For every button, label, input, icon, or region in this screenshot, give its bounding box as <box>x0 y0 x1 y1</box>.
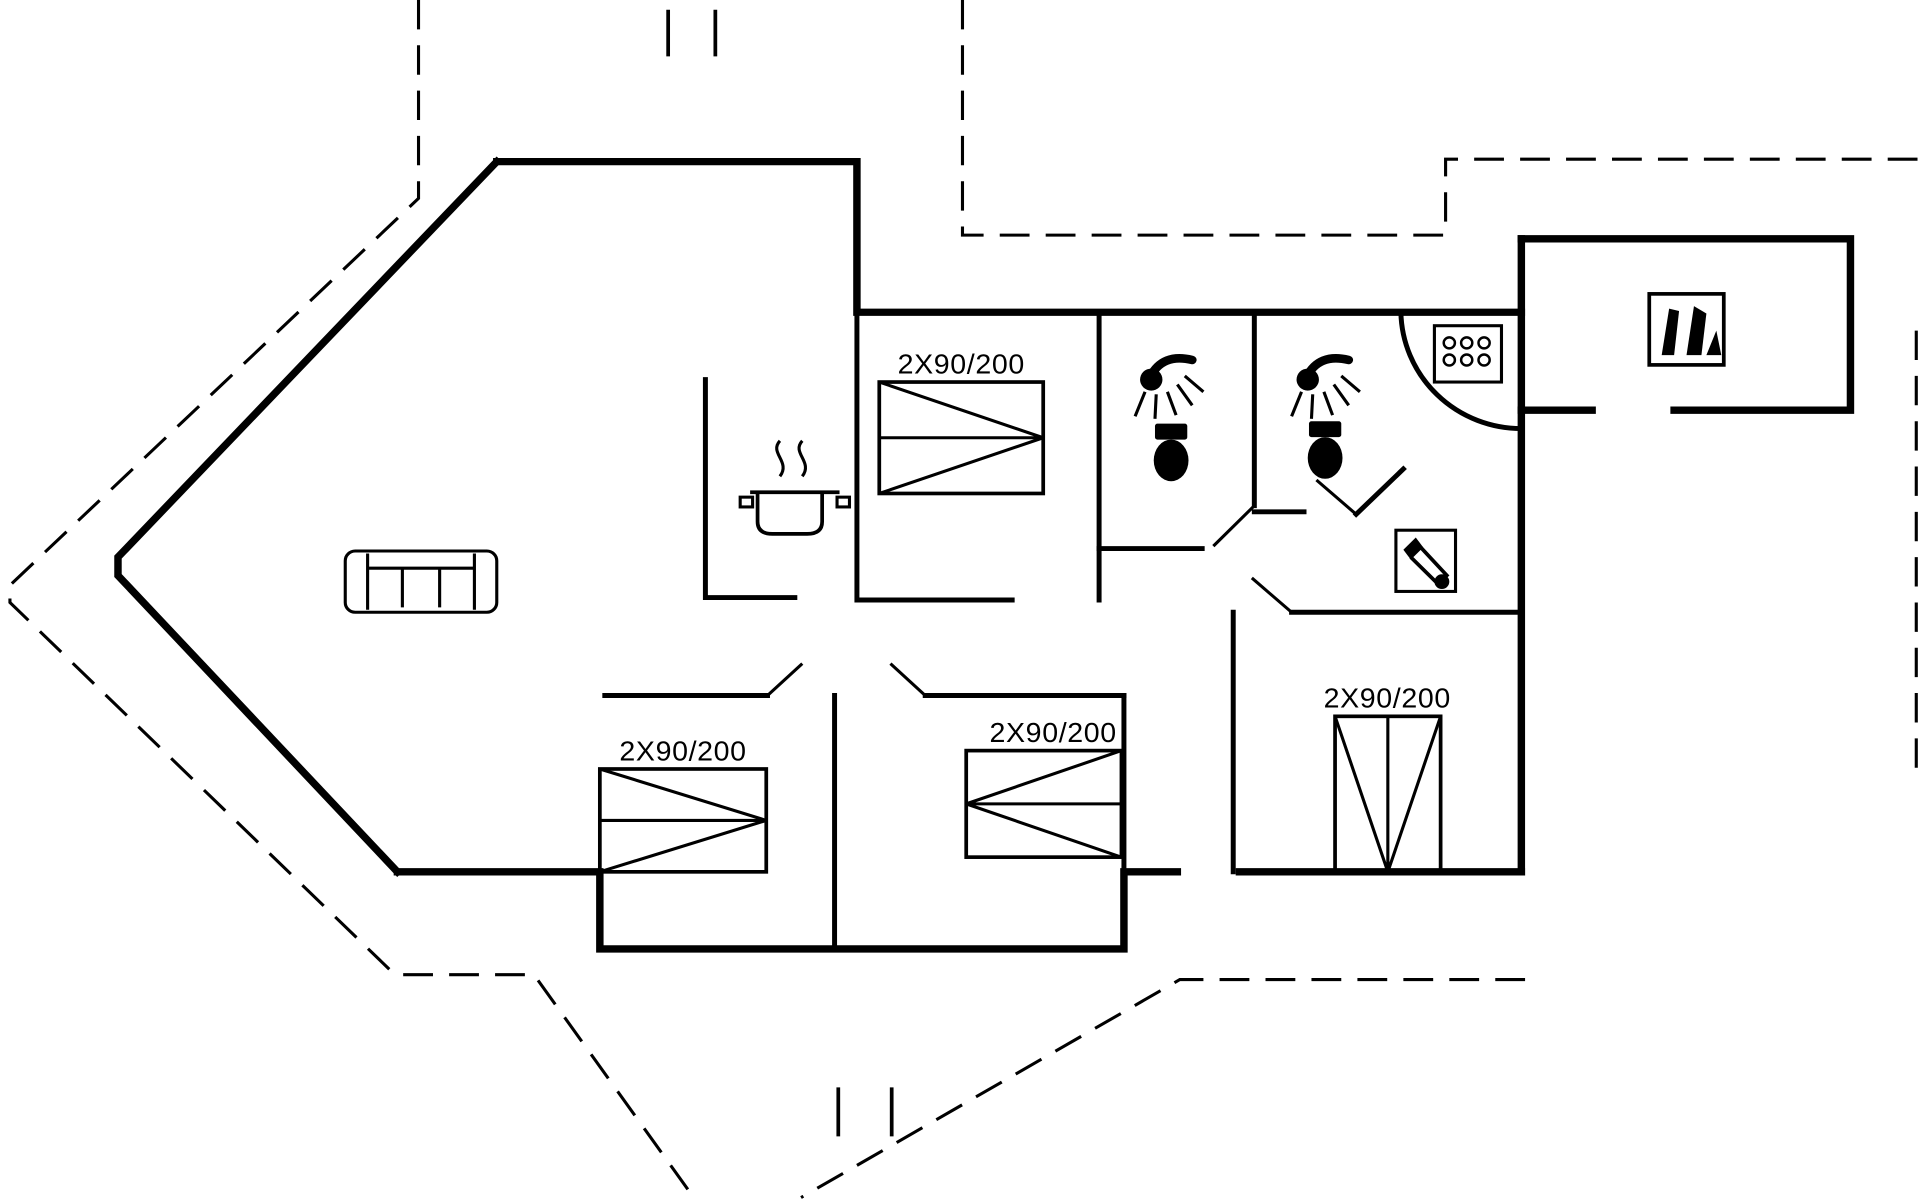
step-marks <box>666 9 894 1137</box>
sofa-icon <box>343 549 499 614</box>
terrace-dashed-outline <box>8 0 1920 1200</box>
exterior-walls <box>114 156 1855 953</box>
bed-size-label: 2X90/200 <box>898 349 1025 381</box>
water-heater-icon <box>1394 528 1458 593</box>
bed-mattress-lines <box>878 380 1044 495</box>
bed-bottom-left: 2X90/200 <box>597 736 769 874</box>
door-swing-arc <box>889 662 927 697</box>
door-swing-arc <box>1315 478 1358 516</box>
terrace-dashed-top <box>960 0 1920 237</box>
bed-mattress-lines <box>965 749 1122 859</box>
terrace-dashed-bottom-right <box>800 978 1526 1199</box>
toilet-icon <box>1307 421 1343 479</box>
interior-walls <box>602 309 1524 952</box>
bed-bottom-middle: 2X90/200 <box>964 717 1124 859</box>
exterior-wall-diagonals <box>114 156 503 878</box>
shower-icon <box>1290 354 1361 419</box>
exterior-wall-bottom <box>393 868 1526 953</box>
wood-stove-icon <box>1647 292 1726 367</box>
bed-mattress-lines <box>1333 715 1443 873</box>
curved-corner-wall <box>1398 309 1524 432</box>
kitchen-wall <box>702 377 798 600</box>
bed-size-label: 2X90/200 <box>619 736 746 768</box>
door-swing-arc <box>1250 576 1293 614</box>
door-swing-arc <box>1212 504 1256 548</box>
terrace-dashed-left <box>8 0 697 1200</box>
bedroom-top-walls <box>854 309 1015 603</box>
exterior-wall-top <box>493 157 1526 316</box>
hob-icon <box>1432 324 1504 384</box>
annex-walls <box>1517 235 1855 414</box>
bed-size-label: 2X90/200 <box>990 717 1117 749</box>
bed-mattress-lines <box>599 767 767 874</box>
cooking-pot-icon <box>738 439 852 536</box>
toilet-icon <box>1153 423 1189 482</box>
bed-bottom-right: 2X90/200 <box>1324 683 1451 874</box>
bed-size-label: 2X90/200 <box>1324 683 1451 715</box>
bath2-angled-wall <box>1352 465 1407 518</box>
bed-top: 2X90/200 <box>877 349 1046 496</box>
shower-icon <box>1133 354 1205 419</box>
door-leaves <box>766 478 1358 697</box>
door-swing-arc <box>766 662 804 697</box>
